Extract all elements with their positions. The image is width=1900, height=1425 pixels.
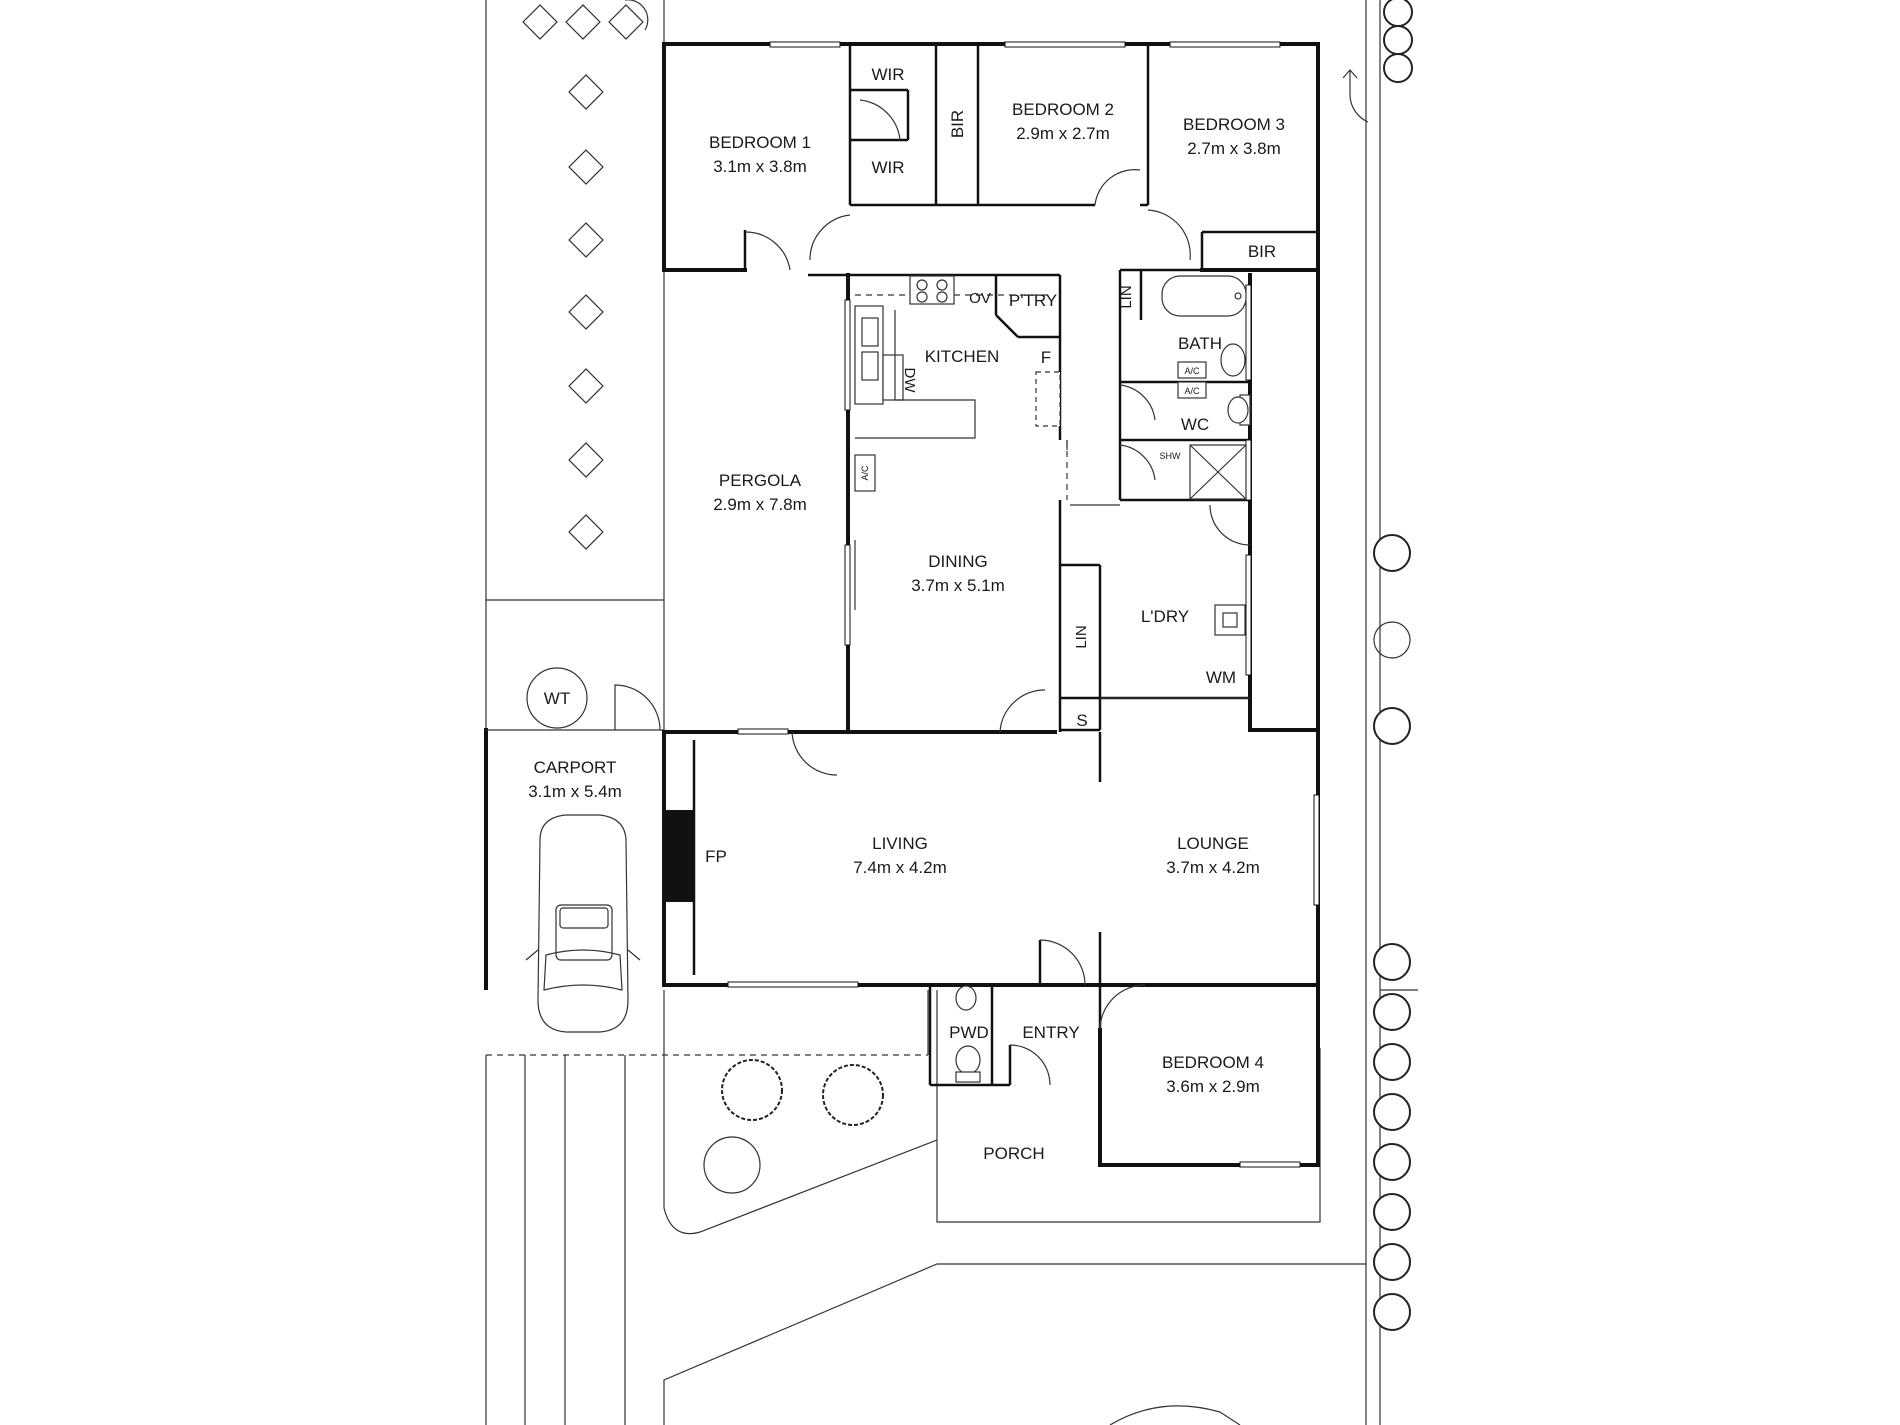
bedroom3-name: BEDROOM 3 bbox=[1183, 115, 1285, 134]
dining-size: 3.7m x 5.1m bbox=[911, 576, 1005, 595]
s-label: S bbox=[1076, 711, 1087, 730]
garden-trees bbox=[703, 1059, 1241, 1425]
wc-label: WC bbox=[1181, 415, 1209, 434]
site-boundary bbox=[485, 0, 1418, 1425]
porch-label: PORCH bbox=[983, 1144, 1044, 1163]
lin-laundry-label: LIN bbox=[1073, 625, 1090, 648]
entry-label: ENTRY bbox=[1022, 1023, 1079, 1042]
fireplace-label: FP bbox=[705, 847, 727, 866]
pwd-label: PWD bbox=[949, 1023, 989, 1042]
pwd-fixtures bbox=[955, 985, 981, 1083]
carport-structure bbox=[484, 684, 664, 990]
room-labels: BEDROOM 1 3.1m x 3.8m WIR WIR BIR BEDROO… bbox=[528, 65, 1285, 1163]
bedroom4-size: 3.6m x 2.9m bbox=[1166, 1077, 1260, 1096]
carport-size: 3.1m x 5.4m bbox=[528, 782, 622, 801]
dishwasher-label: DW bbox=[901, 368, 918, 394]
bath-label: BATH bbox=[1178, 334, 1222, 353]
dining-name: DINING bbox=[928, 552, 988, 571]
bir-right-label: BIR bbox=[1248, 242, 1276, 261]
bedroom1-name: BEDROOM 1 bbox=[709, 133, 811, 152]
wir-bottom-label: WIR bbox=[871, 158, 904, 177]
car-icon bbox=[525, 814, 641, 1033]
water-tank-label: WT bbox=[544, 689, 570, 708]
bathroom-fixtures bbox=[1100, 275, 1251, 699]
laundry-label: L'DRY bbox=[1141, 607, 1189, 626]
shower-label: SHW bbox=[1160, 451, 1182, 461]
bir-top-label: BIR bbox=[948, 110, 967, 138]
pergola-size: 2.9m x 7.8m bbox=[713, 495, 807, 514]
lin-bath-label: LIN bbox=[1118, 285, 1135, 308]
hedge-shrubs bbox=[1373, 0, 1413, 1331]
kitchen-label: KITCHEN bbox=[925, 347, 1000, 366]
ac-pergola-label: A/C bbox=[860, 465, 870, 481]
doors bbox=[625, 0, 1369, 1086]
water-tank bbox=[526, 667, 588, 729]
bedroom4-name: BEDROOM 4 bbox=[1162, 1053, 1264, 1072]
lounge-name: LOUNGE bbox=[1177, 834, 1249, 853]
living-size: 7.4m x 4.2m bbox=[853, 858, 947, 877]
fridge-label: F bbox=[1041, 348, 1051, 367]
bedroom2-size: 2.9m x 2.7m bbox=[1016, 124, 1110, 143]
carport-name: CARPORT bbox=[534, 758, 617, 777]
pergola-ac-unit: A/C bbox=[854, 454, 876, 492]
wir-top-label: WIR bbox=[871, 65, 904, 84]
washing-machine-label: WM bbox=[1206, 668, 1236, 687]
ac-bath-label-2: A/C bbox=[1184, 386, 1200, 396]
bedroom3-size: 2.7m x 3.8m bbox=[1187, 139, 1281, 158]
kitchen-fixtures bbox=[854, 275, 1068, 500]
living-name: LIVING bbox=[872, 834, 928, 853]
bedroom1-size: 3.1m x 3.8m bbox=[713, 157, 807, 176]
lounge-size: 3.7m x 4.2m bbox=[1166, 858, 1260, 877]
bedroom2-name: BEDROOM 2 bbox=[1012, 100, 1114, 119]
arrows bbox=[854, 69, 1358, 610]
ac-bath-label-1: A/C bbox=[1184, 366, 1200, 376]
pergola-name: PERGOLA bbox=[719, 471, 802, 490]
interior-walls bbox=[664, 44, 1318, 1087]
oven-label: OV bbox=[969, 290, 991, 307]
pantry-label: P'TRY bbox=[1009, 291, 1057, 310]
garden-diamonds bbox=[522, 4, 644, 550]
windows bbox=[727, 41, 1320, 1168]
